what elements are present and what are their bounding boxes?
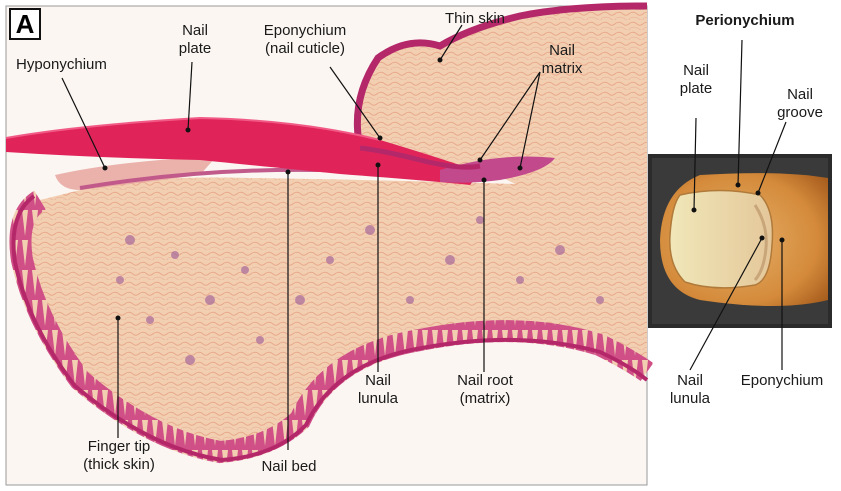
label-nail-bed: Nail bed — [244, 458, 334, 476]
thumb-photo-panel — [648, 154, 832, 328]
label-nail-plate: Nail plate — [170, 22, 220, 58]
photo-label-eponychium: Eponychium — [730, 372, 834, 390]
panel-label: A — [9, 8, 41, 40]
label-nail-matrix: Nail matrix — [532, 42, 592, 78]
label-hyponychium: Hyponychium — [16, 56, 107, 74]
label-nail-lunula: Nail lunula — [348, 372, 408, 408]
photo-label-nail-plate: Nail plate — [666, 62, 726, 98]
photo-title: Perionychium — [690, 12, 800, 30]
label-eponychium: Eponychium (nail cuticle) — [240, 22, 370, 58]
label-nail-root: Nail root (matrix) — [440, 372, 530, 408]
photo-label-nail-groove: Nail groove — [770, 86, 830, 122]
label-thin-skin: Thin skin — [430, 10, 520, 28]
label-finger-tip: Finger tip (thick skin) — [62, 438, 176, 474]
photo-label-nail-lunula: Nail lunula — [655, 372, 725, 408]
thumb-nail — [670, 191, 773, 288]
